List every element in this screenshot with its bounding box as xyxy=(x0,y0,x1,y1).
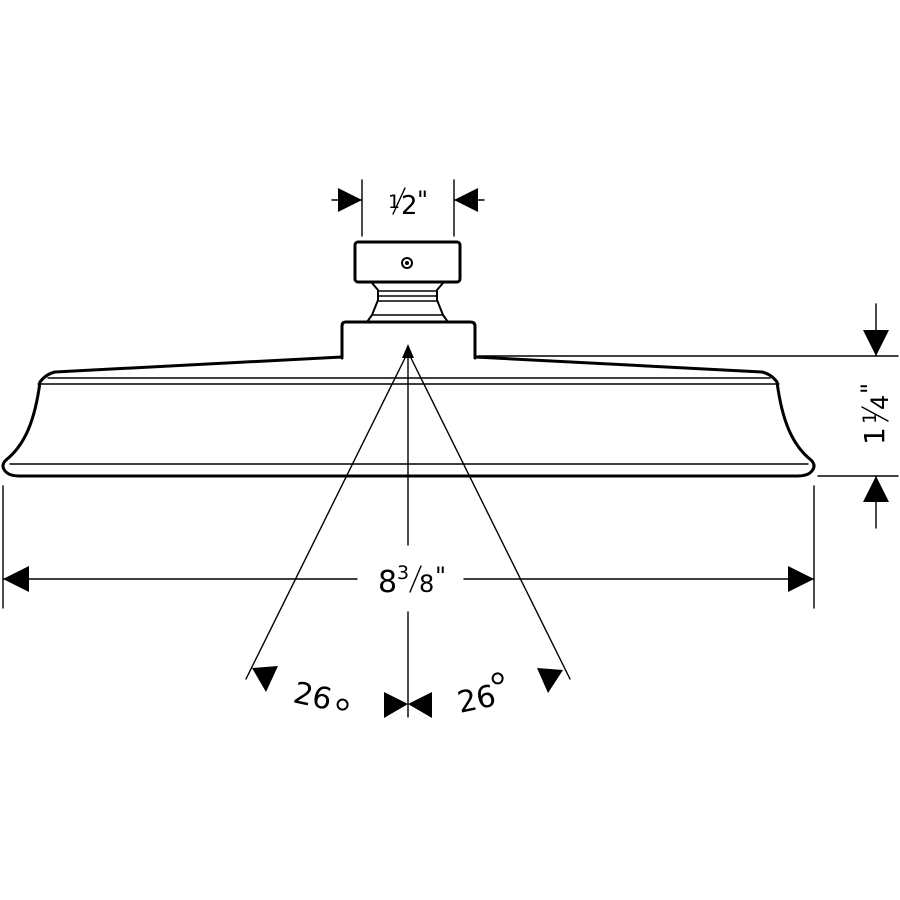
connection-width-unit: " xyxy=(417,186,428,214)
head-diameter-den: 8 xyxy=(419,570,434,598)
connector-nut xyxy=(353,240,462,284)
head-height-unit: " xyxy=(856,383,884,394)
collar xyxy=(340,320,477,360)
spray-angle-lines xyxy=(245,344,571,718)
head-diameter-whole: 8 xyxy=(378,565,397,600)
connection-width-num: 1 xyxy=(388,191,400,213)
head-height-num: 1 xyxy=(859,412,881,424)
head-diameter-dimension: 8 3 8 " xyxy=(2,485,815,609)
head-diameter-num: 3 xyxy=(397,562,409,584)
angle-right-label: 26 xyxy=(454,672,504,721)
head-diameter-unit: " xyxy=(435,562,446,590)
head-height-dimension: 1 1 4 " xyxy=(477,303,899,529)
angle-left-label: 26 xyxy=(290,676,349,718)
angle-left-value: 26 xyxy=(290,676,335,718)
connection-width-dimension: 1 2 " xyxy=(331,179,485,237)
angle-right-value: 26 xyxy=(454,679,499,721)
head-height-whole: 1 xyxy=(858,427,891,445)
connection-width-den: 2 xyxy=(401,191,418,221)
head-height-den: 4 xyxy=(866,395,894,410)
threaded-neck xyxy=(366,282,449,323)
